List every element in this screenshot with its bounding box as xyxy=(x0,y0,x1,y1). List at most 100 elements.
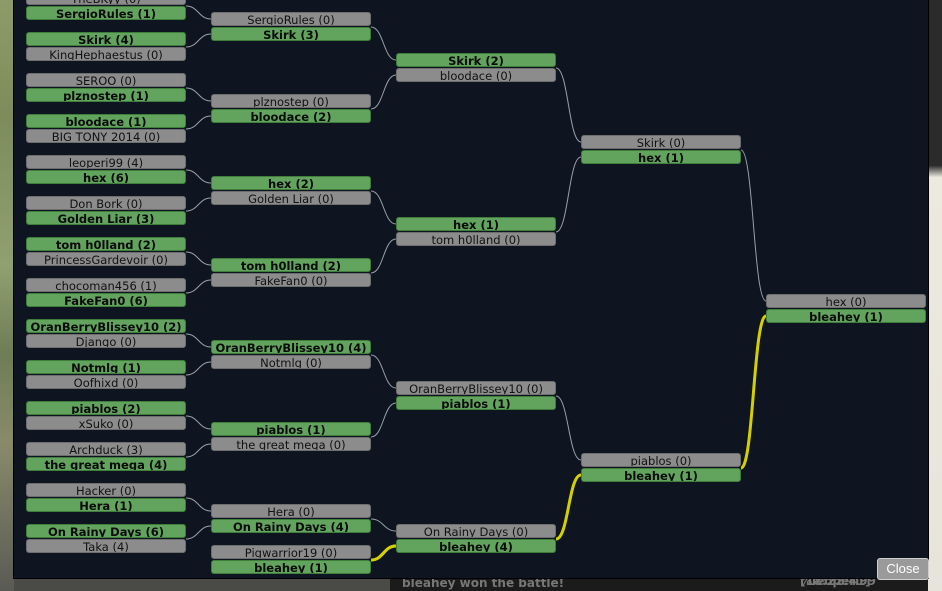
bracket-team-winner: hex (2) xyxy=(211,176,371,190)
bracket-line xyxy=(185,197,212,212)
bracket-team-winner: bleahey (1) xyxy=(766,309,926,323)
team-name: Hera xyxy=(267,505,295,518)
bracket-team-loser: Notmlg (0) xyxy=(211,355,371,369)
bracket-team-loser: BIG TONY 2014 (0) xyxy=(26,129,186,143)
team-name: Golden Liar xyxy=(248,192,314,205)
bracket-team-loser: xSuko (0) xyxy=(26,416,186,430)
team-name: Django xyxy=(75,335,117,348)
team-name: bloodace xyxy=(65,115,125,128)
team-score: (0) xyxy=(113,417,134,430)
team-score: (1) xyxy=(488,397,511,410)
bracket-team-loser: Pigwarrior19 (0) xyxy=(211,545,371,559)
team-name: FakeFan0 xyxy=(64,294,126,307)
bracket-team-loser: bloodace (0) xyxy=(396,68,556,82)
bracket-line xyxy=(185,115,212,130)
team-score: (1) xyxy=(675,469,698,482)
bracket-team-loser: Django (0) xyxy=(26,334,186,348)
team-score: (4) xyxy=(123,156,144,169)
team-name: Skirk xyxy=(78,33,112,46)
bracket-line xyxy=(185,33,212,48)
bracket-team-loser: SEROO (0) xyxy=(26,73,186,87)
team-name: bloodace xyxy=(439,69,493,82)
bracket-line xyxy=(185,333,212,348)
team-score: (0) xyxy=(122,197,143,210)
bracket-team-winner: On Rainy Days (6) xyxy=(26,524,186,538)
bracket-team-loser: Don Bork (0) xyxy=(26,196,186,210)
team-name: On Rainy Days xyxy=(232,520,327,533)
bracket-team-winner: hex (1) xyxy=(581,150,741,164)
bracket-team-winner: Hera (1) xyxy=(26,498,186,512)
team-name: SergioRules xyxy=(247,13,315,26)
team-score: (0) xyxy=(307,274,328,287)
team-score: (0) xyxy=(308,95,329,108)
team-name: OranBerryBlissey10 xyxy=(409,382,523,395)
team-name: hex xyxy=(83,171,107,184)
team-score: (4) xyxy=(111,33,134,46)
team-score: (0) xyxy=(314,13,335,26)
team-name: piablos xyxy=(71,402,119,415)
team-name: hex xyxy=(453,218,477,231)
team-name: bleahey xyxy=(254,561,306,574)
bracket-team-loser: leoperi99 (4) xyxy=(26,155,186,169)
team-name: chocoman456 xyxy=(55,279,137,292)
team-score: (4) xyxy=(108,540,129,553)
team-score: (1) xyxy=(133,7,156,20)
team-name: Hacker xyxy=(75,484,117,497)
team-name: Skirk xyxy=(263,28,297,41)
team-name: piablos xyxy=(441,397,489,410)
team-name: Don Bork xyxy=(69,197,123,210)
bracket-team-loser: hex (0) xyxy=(766,294,926,308)
team-score: (2) xyxy=(133,238,157,251)
team-score: (0) xyxy=(116,335,137,348)
background-chat-strip: bleahey won the battle! [18:22:41] %leop… xyxy=(390,574,928,591)
team-score: (1) xyxy=(118,361,141,374)
bracket-line xyxy=(185,169,212,184)
bracket-line xyxy=(555,67,582,143)
team-name: Skirk xyxy=(636,136,666,149)
bracket-line xyxy=(370,518,397,532)
team-score: (0) xyxy=(140,130,161,143)
team-name: Notmlg xyxy=(71,361,119,374)
team-score: (4) xyxy=(490,540,513,553)
team-score: (2) xyxy=(158,320,182,333)
team-score: (4) xyxy=(144,458,168,471)
bracket-team-winner: bleahey (1) xyxy=(211,560,371,574)
team-score: (1) xyxy=(124,115,147,128)
bracket-team-winner: plznostep (1) xyxy=(26,88,186,102)
bracket-line xyxy=(185,525,212,540)
bracket-team-loser: SergioRules (0) xyxy=(211,12,371,26)
team-name: bleahey xyxy=(809,310,861,323)
team-score: (0) xyxy=(317,546,338,559)
bracket-team-loser: OranBerryBlissey10 (0) xyxy=(396,381,556,395)
team-name: Taka xyxy=(83,540,109,553)
bracket-line xyxy=(185,251,212,266)
team-name: Golden Liar xyxy=(57,212,132,225)
team-name: SEROO xyxy=(75,74,117,87)
bracket-line xyxy=(370,190,397,225)
bracket-team-winner: the great mega (4) xyxy=(26,457,186,471)
team-score: (0) xyxy=(121,0,140,4)
bracket-team-loser: On Rainy Days (0) xyxy=(396,524,556,538)
bracket-team-winner: Skirk (3) xyxy=(211,27,371,41)
team-name: tom h0lland xyxy=(55,238,134,251)
team-name: Oofhixd xyxy=(73,376,119,389)
bracket-team-loser: TheBKyy (0) xyxy=(26,0,186,5)
team-name: plznostep xyxy=(253,95,309,108)
team-name: On Rainy Days xyxy=(423,525,509,538)
team-score: (0) xyxy=(665,136,686,149)
team-score: (0) xyxy=(301,356,322,369)
team-score: (1) xyxy=(303,423,326,436)
bracket-line xyxy=(370,26,397,61)
bracket-team-winner: bloodace (1) xyxy=(26,114,186,128)
close-button[interactable]: Close xyxy=(877,558,929,580)
team-name: hex xyxy=(638,151,662,164)
team-name: Pigwarrior19 xyxy=(244,546,318,559)
bracket-team-winner: tom h0lland (2) xyxy=(26,237,186,251)
team-score: (0) xyxy=(116,484,137,497)
bracket-line xyxy=(185,361,212,376)
bracket-line xyxy=(370,74,397,110)
team-score: (1) xyxy=(476,218,499,231)
bracket-team-loser: Archduck (3) xyxy=(26,442,186,456)
team-name: OranBerryBlissey10 xyxy=(215,341,344,354)
team-score: (0) xyxy=(522,382,543,395)
